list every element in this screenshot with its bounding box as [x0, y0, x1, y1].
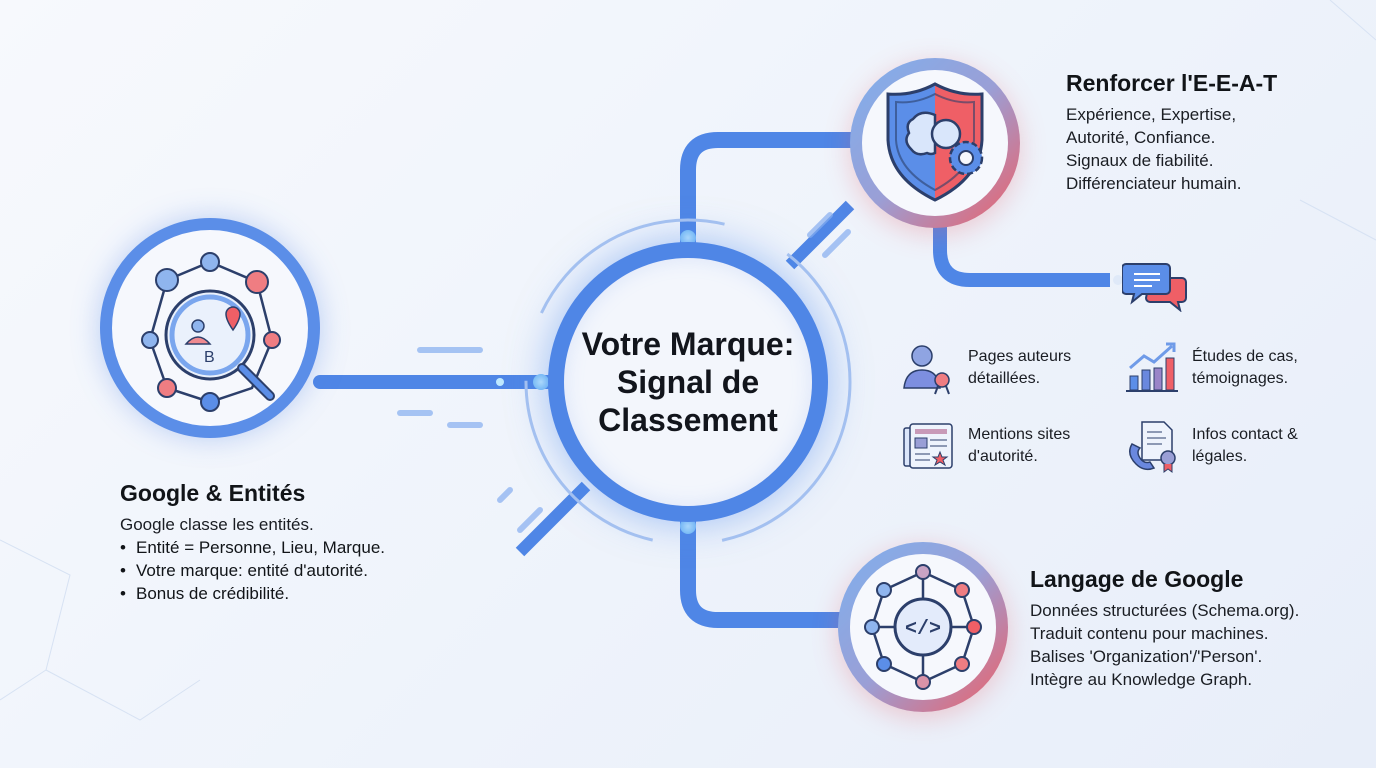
item-label: Mentions sites d'autorité. — [968, 426, 1071, 465]
phone-document-icon — [1129, 421, 1176, 473]
item-label: Études de cas, témoignages. — [1192, 348, 1298, 387]
eeat-text-block: Renforcer l'E-E-A-T Expérience, Expertis… — [1066, 70, 1366, 195]
chat-bubbles-icon — [1122, 263, 1187, 312]
eeat-item-authority-mentions: Mentions sites d'autorité. — [900, 418, 1108, 474]
eeat-line: Signaux de fiabilité. — [1066, 151, 1214, 170]
structured-data-line: Traduit contenu pour machines. — [1030, 624, 1269, 643]
eeat-title: Renforcer l'E-E-A-T — [1066, 70, 1278, 96]
structured-data-title: Langage de Google — [1030, 566, 1244, 592]
hub-title-line: Classement — [598, 402, 778, 438]
entities-title: Google & Entités — [120, 480, 306, 506]
hub-title-line: Signal de — [616, 364, 760, 400]
svg-text:</>: </> — [905, 618, 941, 641]
entities-node: B — [100, 218, 320, 438]
eeat-node — [850, 58, 1020, 228]
svg-text:B: B — [204, 349, 215, 366]
hub-title: Votre Marque: Signal de Classement — [582, 325, 795, 439]
bullet-item: Votre marque: entité d'autorité. — [120, 559, 440, 582]
entities-intro: Google classe les entités. — [120, 515, 314, 534]
item-label: Infos contact & légales. — [1192, 426, 1298, 465]
bullet-item: Bonus de crédibilité. — [120, 582, 440, 605]
structured-data-line: Balises 'Organization'/'Person'. — [1030, 647, 1263, 666]
eeat-line: Expérience, Expertise, — [1066, 105, 1237, 124]
structured-data-node: </> — [838, 542, 1008, 712]
growth-chart-icon — [1126, 342, 1178, 392]
structured-data-line: Intègre au Knowledge Graph. — [1030, 670, 1253, 689]
bullet-item: Entité = Personne, Lieu, Marque. — [120, 536, 440, 559]
eeat-item-author-pages: Pages auteurs détaillées. — [900, 340, 1108, 396]
eeat-line: Différenciateur humain. — [1066, 174, 1242, 193]
brand-signal-hub: Votre Marque: Signal de Classement — [548, 242, 828, 522]
eeat-item-case-studies: Études de cas, témoignages. — [1124, 340, 1332, 396]
code-network-icon: </> — [864, 564, 982, 690]
author-badge-icon — [903, 345, 950, 395]
entities-text-block: Google & Entités Google classe les entit… — [120, 480, 440, 605]
item-label: Pages auteurs détaillées. — [968, 348, 1072, 387]
eeat-item-contact-legal: Infos contact & légales. — [1124, 418, 1332, 474]
structured-data-line: Données structurées (Schema.org). — [1030, 601, 1300, 620]
newspaper-star-icon — [903, 423, 953, 469]
shield-brain-gear-icon — [886, 82, 984, 202]
eeat-line: Autorité, Confiance. — [1066, 128, 1216, 147]
entity-network-magnifier-icon: B — [141, 252, 281, 412]
entities-bullets: Entité = Personne, Lieu, Marque. Votre m… — [120, 536, 440, 605]
hub-title-line: Votre Marque: — [581, 326, 795, 362]
structured-data-text-block: Langage de Google Données structurées (S… — [1030, 566, 1370, 691]
